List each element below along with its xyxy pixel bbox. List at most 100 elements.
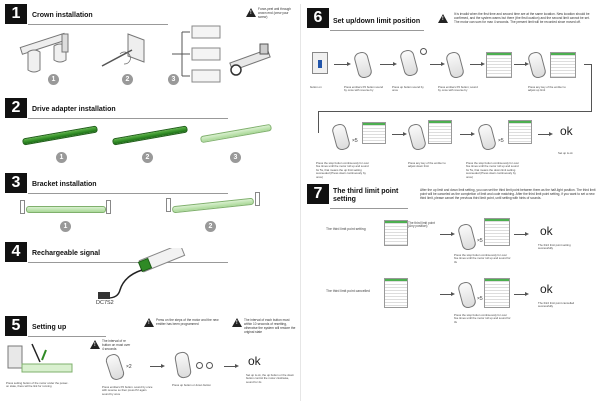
column-divider [300, 4, 301, 401]
bracket-right-1 [106, 200, 111, 214]
setup-ok: ok [248, 354, 261, 368]
remote-icon [526, 50, 548, 80]
crown-illustration-3 [172, 25, 271, 83]
step-3-rule [28, 193, 228, 194]
motor-tube-2 [111, 125, 189, 146]
remote-icon [476, 122, 498, 152]
blind-icon [484, 278, 510, 308]
remote-icon [406, 122, 428, 152]
limit-label-5: Press any key of the emitter to adjust u… [528, 85, 566, 93]
step-3-number-1: 1 [60, 221, 71, 232]
charger-label: DC7S2 [96, 300, 114, 306]
arrow-icon [470, 62, 485, 66]
step-7-title: The third limit point setting [333, 188, 399, 203]
motor-tube-3 [199, 123, 273, 144]
step-1-number-3: 3 [168, 74, 179, 85]
third-times: ×5 [477, 296, 483, 302]
arrow-icon [334, 62, 351, 66]
arrow-icon [224, 364, 239, 368]
step-1-badge: 1 [5, 4, 27, 24]
step-2-number-2: 2 [142, 152, 153, 163]
step-3-badge: 3 [5, 173, 27, 193]
third-ok-cancel: ok [540, 282, 553, 296]
remote-icon [173, 350, 193, 380]
crown-note: Force-peel anti through crown end (crew … [258, 7, 291, 19]
bracket-left-2 [166, 198, 171, 212]
remote-icon [444, 50, 466, 80]
warning-icon [246, 8, 256, 17]
warning-icon [438, 14, 448, 23]
setup-caption-3: Press up button or down button [172, 383, 211, 387]
remote-icon [456, 222, 478, 252]
step-7-rule [330, 208, 408, 209]
step-1-number-1: 1 [48, 74, 59, 85]
setup-note-power: The interval of re button on must over 4… [102, 339, 131, 351]
step-4-badge: 4 [5, 242, 27, 262]
connector-line [318, 111, 319, 133]
third-times: ×5 [477, 238, 483, 244]
step-7-badge: 7 [307, 184, 329, 204]
blind-icon [550, 52, 576, 78]
warning-icon [144, 318, 154, 327]
connector-line [584, 64, 592, 112]
blind-icon [362, 122, 386, 144]
step-2-badge: 2 [5, 98, 27, 118]
step-1-title: Crown installation [32, 12, 93, 19]
step-2-number-1: 1 [56, 152, 67, 163]
setup-note-a: Press on the steps of the motor and the … [156, 318, 219, 326]
setup-times: ×2 [126, 364, 132, 370]
limit-label-8: Press the stop button continuously for o… [466, 161, 520, 179]
third-result-cancel: The third limit point cancelled successf… [538, 301, 575, 309]
third-ok-set: ok [540, 224, 553, 238]
remote-icon [456, 280, 478, 310]
step-3-number-2: 2 [205, 221, 216, 232]
arrow-icon [430, 62, 445, 66]
crown-illustration-2 [101, 33, 145, 67]
limit-label-4: Press emitters P2 button; sound by once … [438, 85, 478, 93]
warning-icon [90, 340, 100, 349]
third-setting-label: The third limit point setting [326, 227, 366, 231]
bracket-tube-2 [171, 197, 255, 214]
limit-label-6: Press the stop button continuously for o… [316, 161, 370, 179]
setup-caption-1: Press setting button of the motor under … [6, 381, 69, 389]
limit-label-2: Press emitters P2 button sound by once w… [344, 85, 384, 93]
crown-illustration-1 [19, 32, 69, 73]
step-1-number-2: 2 [122, 74, 133, 85]
limit-label-9: Set up is ok [558, 151, 573, 155]
remote-icon [398, 48, 420, 78]
up-button-icon [196, 362, 203, 369]
blind-icon [384, 278, 408, 308]
third-press-cancel: Press the stop button continuously for o… [454, 313, 511, 324]
step-2-number-3: 3 [230, 152, 241, 163]
blind-icon [384, 220, 408, 246]
third-note: After the up limit and down limit settin… [420, 188, 596, 200]
remote-icon [352, 50, 374, 80]
bracket-right-2 [255, 192, 260, 206]
motor-button-icon [318, 60, 322, 68]
step-5-badge: 5 [5, 316, 27, 336]
blind-icon [508, 120, 532, 144]
arrow-icon [460, 132, 475, 136]
motor-power-illustration [7, 343, 73, 373]
setup-note-b: The interval of each button must within … [244, 318, 296, 334]
limit-ok: ok [560, 124, 573, 138]
arrow-icon [514, 232, 529, 236]
arrow-icon [514, 292, 529, 296]
down-button-icon [206, 362, 213, 369]
step-4-rule [28, 262, 228, 263]
setup-caption-4: Set up is ok, the up button or the down … [246, 373, 294, 384]
remote-icon [330, 122, 352, 152]
step-6-badge: 6 [307, 8, 329, 28]
step-1-rule [28, 24, 168, 25]
arrow-icon [514, 62, 529, 66]
step-6-title: Set up/down limit position [333, 18, 421, 25]
step-5-rule [28, 336, 106, 337]
step-2-title: Drive adapter installation [32, 106, 116, 113]
bracket-left-1 [20, 200, 25, 214]
arrow-icon [392, 132, 407, 136]
blind-icon [428, 120, 452, 144]
third-position-label: The third limit point (Any position) [408, 221, 435, 229]
limit-label-1: button on [310, 85, 322, 89]
third-cancel-label: The third limit point cancelled [326, 289, 370, 293]
